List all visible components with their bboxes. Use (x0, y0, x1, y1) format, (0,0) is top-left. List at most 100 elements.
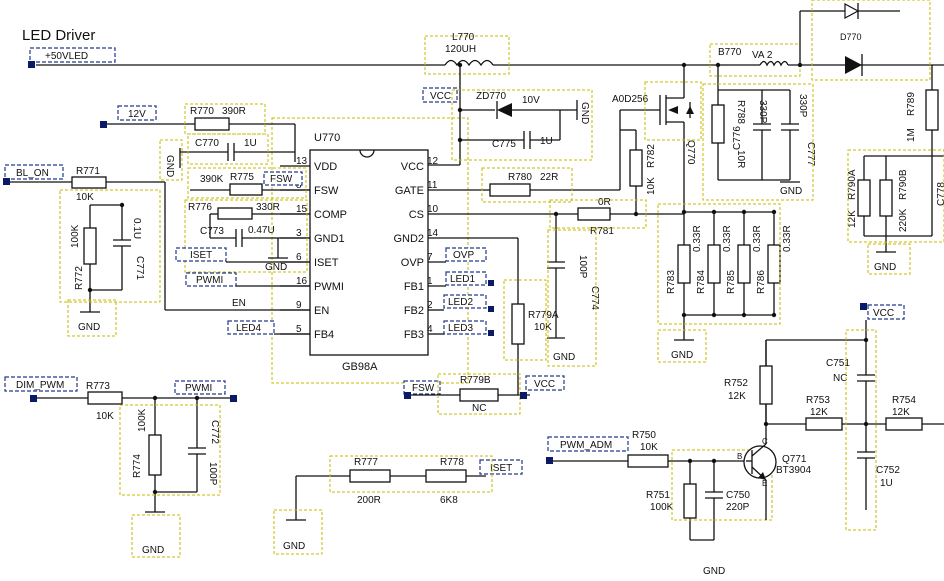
r773-value: 10K (96, 411, 114, 422)
r782-value: 10K (646, 177, 657, 195)
r783-value: 0.33R (692, 225, 703, 252)
net-label-50v[interactable] (29, 47, 116, 63)
resistor-r775 (229, 183, 263, 196)
r750-value: 10K (640, 442, 658, 453)
net-label-ovp[interactable] (445, 247, 487, 262)
resistor-r780 (489, 183, 531, 197)
q771-b: B (737, 452, 742, 461)
ic-pin-ovp: OVP (401, 257, 424, 269)
net-label-dim-pwm[interactable] (4, 376, 78, 392)
net-label-fsw-bottom[interactable] (403, 380, 441, 395)
net-label-bl-on[interactable] (4, 164, 64, 180)
r751-value: 100K (650, 502, 674, 513)
q771-ref: Q771 (782, 454, 807, 465)
ic-u770-body[interactable] (309, 149, 429, 356)
net-text-vcc-bottom: VCC (534, 379, 555, 390)
net-text-led1: LED1 (450, 274, 475, 285)
ic-pin-vdd: VDD (314, 161, 337, 173)
net-text-vcc-right: VCC (873, 308, 894, 319)
r751-ref: R751 (646, 490, 670, 501)
net-text-vcc-top: VCC (430, 91, 451, 102)
c772-value: 100P (207, 462, 218, 486)
net-label-iset-bottom[interactable] (479, 459, 523, 475)
q770-box (644, 81, 702, 141)
gnd-box-iset (273, 509, 323, 555)
inductor-l770 (444, 59, 494, 67)
net-label-pwmi-ic[interactable] (185, 272, 237, 287)
net-label-led4[interactable] (227, 320, 275, 335)
net-text-12v: 12V (128, 109, 146, 120)
comp-box (184, 199, 308, 273)
r790a-value: 12K (847, 210, 858, 228)
r781-value: 0R (598, 197, 611, 208)
r781-ref: R781 (590, 226, 614, 237)
c775-ref: C775 (492, 139, 516, 150)
resistor-r771 (71, 176, 107, 189)
r786-value: 0.33R (782, 225, 793, 252)
snubber-box (702, 83, 814, 201)
c778-ref: C778 (936, 182, 944, 206)
resistor-r751 (683, 483, 697, 519)
ic-box (271, 117, 469, 384)
r785-ref: R785 (726, 270, 737, 294)
net-label-pwmi-bottom[interactable] (174, 380, 226, 395)
r784-ref: R784 (696, 270, 707, 294)
resistor-r773 (87, 391, 123, 405)
resistor-r750 (627, 454, 669, 468)
c772-ref: C772 (209, 420, 220, 444)
net-text-pwm-adm: PWM_ADM (560, 440, 612, 451)
r786-ref: R786 (756, 270, 767, 294)
net-label-12v[interactable] (117, 105, 157, 121)
r780-value: 22R (540, 172, 558, 183)
filter-box (845, 329, 877, 531)
gnd-c777: GND (780, 186, 802, 197)
gnd-box-bl (67, 299, 117, 337)
diagram-title: LED Driver (22, 27, 95, 44)
c752-value: 1U (880, 478, 893, 489)
net-label-led1[interactable] (445, 271, 487, 286)
q771-e: E (762, 479, 767, 488)
r788-ref: R788 (735, 100, 746, 124)
zd770-ref: ZD770 (476, 91, 506, 102)
r770-ref: R770 (190, 106, 214, 117)
r789-value: 1M (906, 128, 917, 142)
iset-box (329, 455, 493, 493)
net-label-led3[interactable] (443, 320, 487, 335)
resistor-r754 (885, 417, 923, 431)
r779a-value: 10K (534, 322, 552, 333)
r788-value: 10R (735, 150, 746, 168)
ic-pin-num-14: 14 (427, 228, 439, 239)
zener-zd770 (497, 103, 512, 117)
r754-ref: R754 (892, 395, 916, 406)
c776-ref: C776 (732, 126, 743, 150)
ic-pin-num-4: 4 (427, 324, 433, 335)
net-label-vcc-top[interactable] (422, 87, 458, 103)
r771-ref: R771 (76, 166, 100, 177)
c774-ref: C774 (589, 286, 600, 310)
net-label-led2[interactable] (443, 294, 487, 309)
r782-ref: R782 (646, 144, 657, 168)
r783-ref: R783 (666, 270, 677, 294)
net-label-iset-ic[interactable] (175, 247, 227, 262)
net-label-vcc-right[interactable] (867, 304, 905, 320)
r753-ref: R753 (806, 395, 830, 406)
zd-box (451, 89, 593, 161)
r779b-ref: R779B (460, 375, 491, 386)
net-port-50v (28, 61, 35, 68)
r775-value: 390K (200, 174, 224, 185)
net-text-bl-on: BL_ON (16, 168, 49, 179)
r785-value: 0.33R (752, 225, 763, 252)
net-text-led3: LED3 (448, 323, 473, 334)
ic-pin-fb4: FB4 (314, 329, 334, 341)
c775-value: 1U (540, 136, 553, 147)
ic-pin-vcc: VCC (401, 161, 424, 173)
net-label-vcc-bottom[interactable] (525, 375, 565, 391)
net-text-ovp: OVP (453, 250, 474, 261)
l770-ref: L770 (452, 32, 475, 43)
net-label-pwm-adm[interactable] (547, 436, 629, 452)
net-label-fsw-ic[interactable] (263, 171, 303, 186)
gnd-c770: GND (164, 155, 175, 177)
r772-ref: R772 (74, 266, 85, 290)
c770-box (187, 133, 269, 165)
